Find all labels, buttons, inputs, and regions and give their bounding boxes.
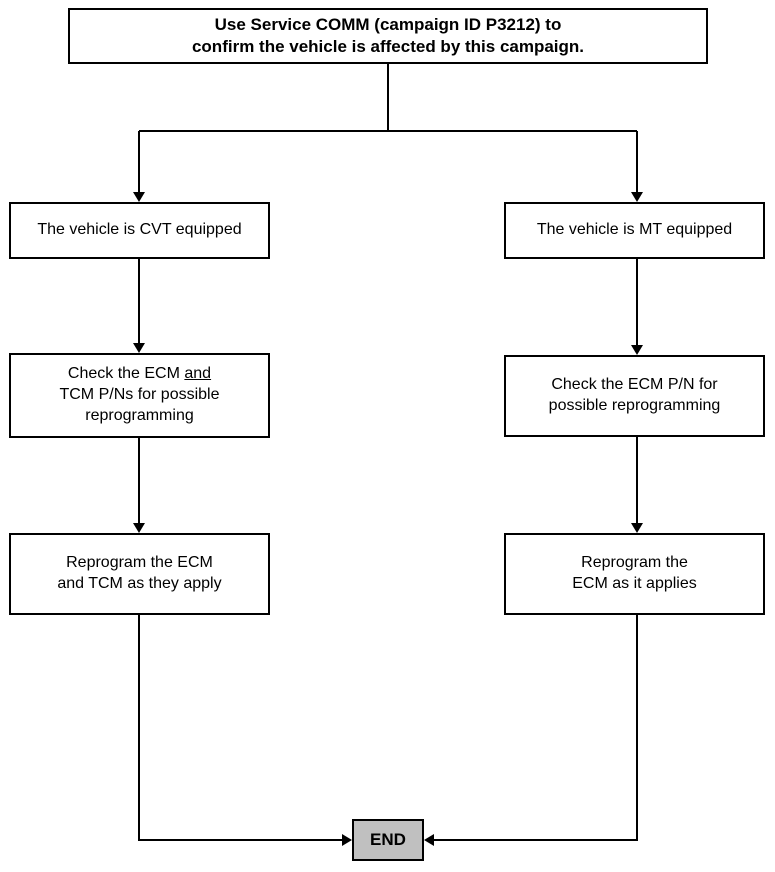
left-step-2-line3: reprogramming	[85, 406, 194, 424]
left-step-2-line2: TCM P/Ns for possible	[59, 386, 220, 404]
arrowhead-end-right	[424, 834, 434, 846]
arrowhead-end-left	[342, 834, 352, 846]
right-step-2-text: Check the ECM P/N for possible reprogram…	[548, 376, 721, 414]
right-step-3-text: Reprogram the ECM as it applies	[572, 554, 697, 592]
end-terminator-text: END	[370, 829, 406, 849]
arrowhead-right-step-2	[631, 345, 643, 355]
left-step-1-text: The vehicle is CVT equipped	[37, 221, 242, 239]
right-step-1-text: The vehicle is MT equipped	[536, 221, 733, 239]
arrowhead-right-step-3	[631, 523, 643, 533]
edge-left-3-to-end	[138, 615, 342, 841]
left-step-3-box: Reprogram the ECM and TCM as they apply	[9, 533, 270, 615]
start-box-text: Use Service COMM (campaign ID P3212) to …	[191, 14, 585, 56]
left-step-3-text: Reprogram the ECM and TCM as they apply	[57, 554, 222, 592]
arrowhead-left-step-1	[133, 192, 145, 202]
left-step-1-box: The vehicle is CVT equipped	[9, 202, 270, 259]
arrowhead-left-step-2	[133, 343, 145, 353]
arrowhead-right-step-1	[631, 192, 643, 202]
start-box: Use Service COMM (campaign ID P3212) to …	[68, 8, 708, 64]
right-step-2-box: Check the ECM P/N for possible reprogram…	[504, 355, 765, 437]
end-terminator-box: END	[352, 819, 424, 861]
left-step-2-line1-underlined: and	[184, 365, 212, 383]
right-step-1-box: The vehicle is MT equipped	[504, 202, 765, 259]
edge-right-3-to-end	[434, 615, 638, 841]
left-step-2-line1-pre: Check the ECM	[67, 365, 185, 383]
arrowhead-left-step-3	[133, 523, 145, 533]
right-step-3-box: Reprogram the ECM as it applies	[504, 533, 765, 615]
